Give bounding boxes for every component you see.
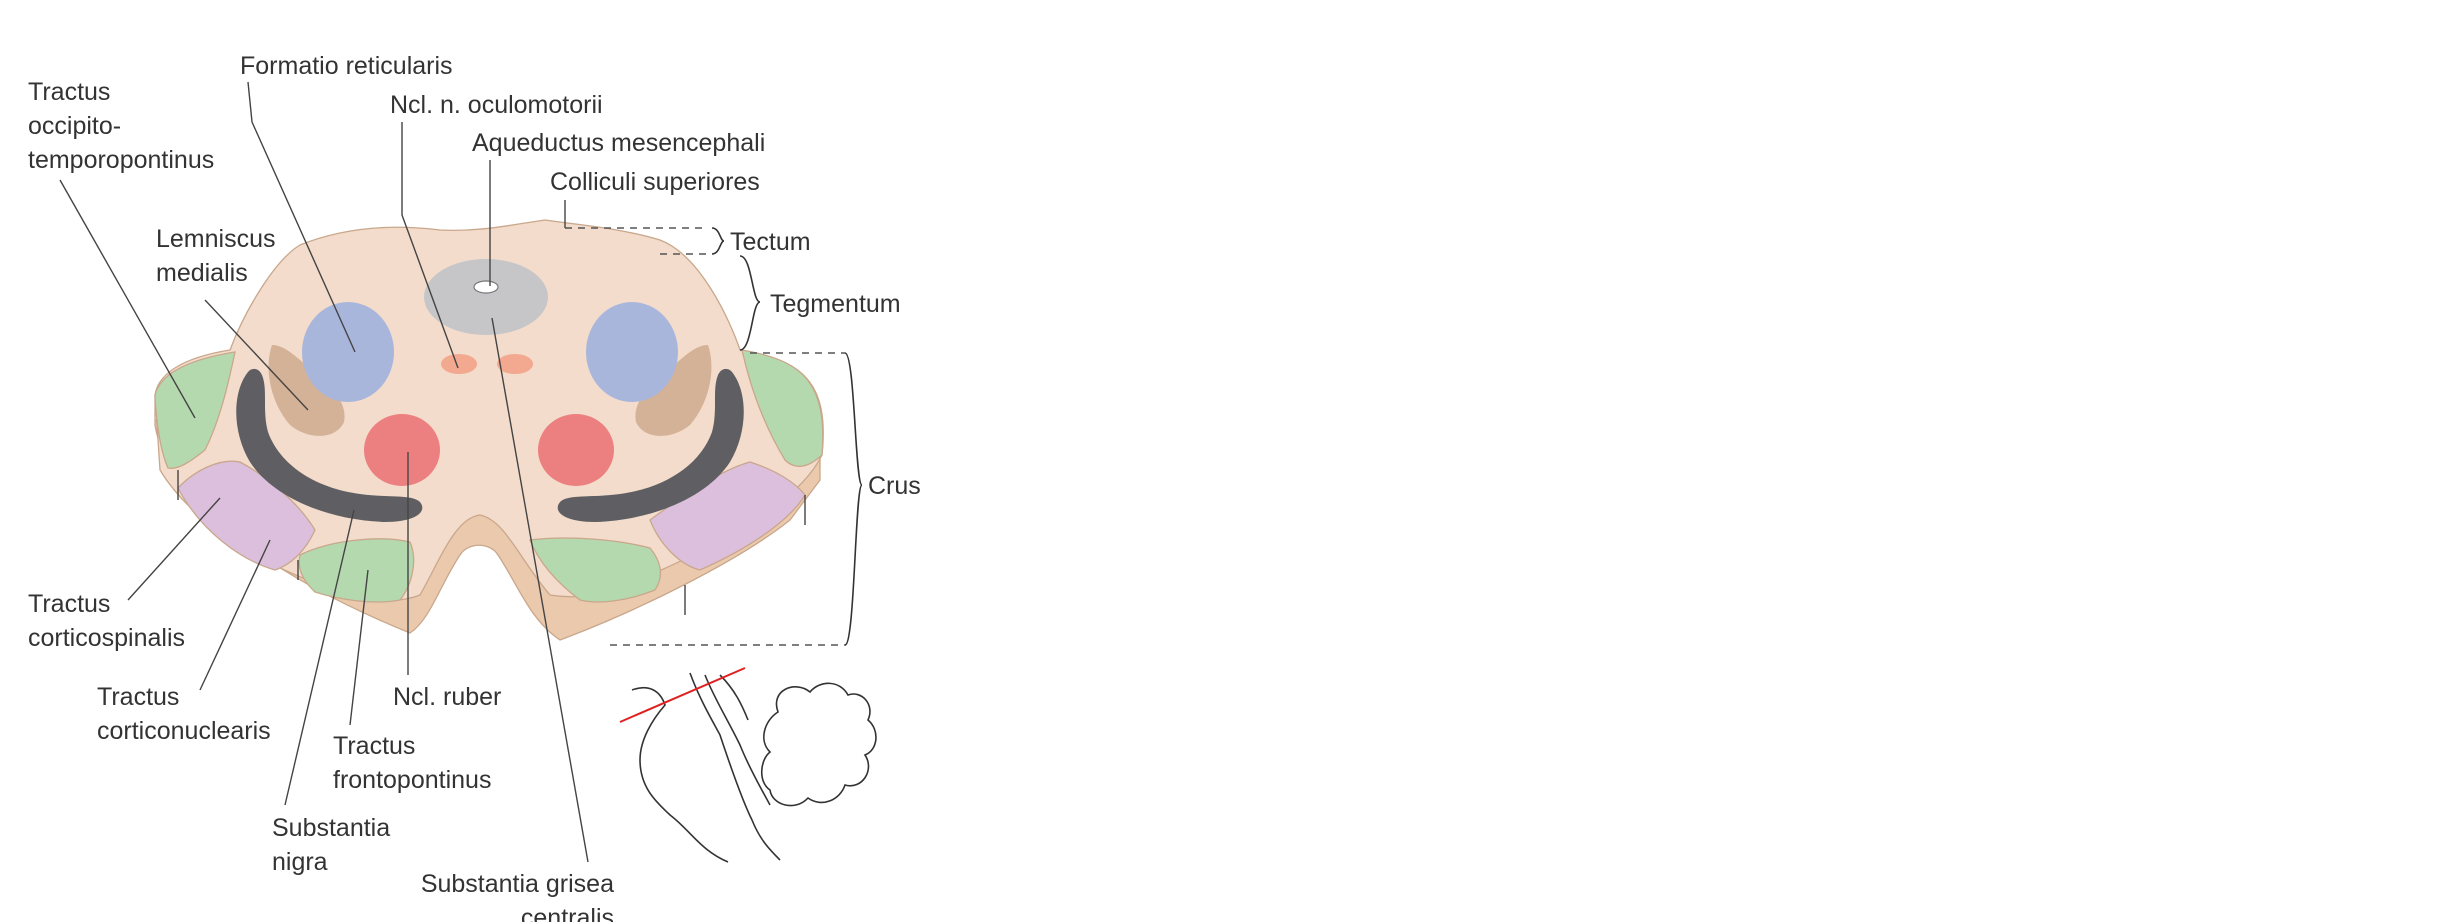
label-lemniscus-medialis-line1: Lemniscus (156, 225, 276, 253)
substantia-grisea-centralis-shape (424, 259, 548, 335)
ncl-n-oculomotorii-left-shape (441, 354, 477, 374)
tractus-occipitotemporopontinus-left-shape (154, 351, 236, 469)
leader-substantia-grisea-centralis (491, 317, 589, 863)
formatio-reticularis-right-shape (586, 302, 678, 402)
label-tractus-frontopontinus-line1: Tractus (333, 732, 415, 760)
cerebellum-sketch (760, 682, 877, 807)
lemniscus-medialis-left-shape (268, 345, 345, 436)
tractus-corticospinalis-left-shape (177, 460, 316, 571)
label-tractus-frontopontinus-line2: frontopontinus (333, 766, 491, 794)
leader-substantia-nigra (284, 509, 355, 806)
label-tractus-occipitotemporopontinus-line3: temporopontinus (28, 146, 214, 174)
leader-formatio-reticularis (247, 81, 356, 353)
leader-tractus-occipitotemporopontinus (59, 179, 196, 419)
label-substantia-nigra-line1: Substantia (272, 814, 390, 842)
leader-lemniscus-medialis (204, 299, 309, 411)
label-tractus-occipitotemporopontinus-line1: Tractus (28, 78, 110, 106)
label-tractus-corticospinalis-line1: Tractus (28, 590, 110, 618)
midbrain-section (154, 219, 824, 641)
tractus-frontopontinus-left-shape (298, 538, 415, 603)
tractus-occipitotemporopontinus-right-shape (741, 349, 824, 467)
label-substantia-nigra-line2: nigra (272, 848, 328, 876)
formatio-reticularis-left-shape (302, 302, 394, 402)
structure-labels: Tractus occipito- temporopontinus Format… (28, 52, 765, 922)
leader-tractus-frontopontinus (349, 569, 369, 726)
ncl-ruber-left-shape (364, 414, 440, 486)
substantia-nigra-right-shape (557, 368, 744, 522)
tegmentum-brace (739, 255, 761, 351)
ncl-ruber-right-shape (538, 414, 614, 486)
label-tractus-corticonuclearis-line2: corticonuclearis (97, 717, 271, 745)
label-lemniscus-medialis-line2: medialis (156, 259, 248, 287)
label-ncl-n-oculomotorii: Ncl. n. oculomotorii (390, 91, 603, 119)
label-tractus-corticonuclearis-line1: Tractus (97, 683, 179, 711)
label-colliculi-superiores: Colliculi superiores (550, 168, 760, 196)
label-formatio-reticularis: Formatio reticularis (240, 52, 453, 80)
label-tectum: Tectum (730, 228, 811, 256)
region-labels: Tectum Tegmentum Crus (730, 228, 921, 500)
leader-ncl-n-oculomotorii (401, 122, 459, 369)
aqueductus-mesencephali-shape (473, 280, 499, 294)
orientation-sketch-icon (619, 667, 877, 863)
label-ncl-ruber: Ncl. ruber (393, 683, 501, 711)
lemniscus-medialis-right-shape (635, 345, 712, 436)
substantia-nigra-left-shape (236, 368, 423, 522)
leader-lines (59, 81, 589, 863)
label-substantia-grisea-centralis-line1: Substantia grisea (421, 870, 614, 898)
label-tegmentum: Tegmentum (770, 290, 901, 318)
section-plane-line (619, 667, 746, 723)
label-tractus-corticospinalis-line2: corticospinalis (28, 624, 185, 652)
label-crus: Crus (868, 472, 921, 500)
leader-tractus-corticonuclearis (199, 539, 271, 691)
region-brackets (565, 227, 863, 646)
ncl-n-oculomotorii-right-shape (497, 354, 533, 374)
label-tractus-occipitotemporopontinus-line2: occipito- (28, 112, 121, 140)
tectum-brace (711, 227, 725, 255)
label-aqueductus-mesencephali: Aqueductus mesencephali (472, 129, 765, 157)
leader-tractus-corticospinalis (127, 497, 221, 601)
crus-brace (844, 352, 863, 646)
tractus-frontopontinus-right-shape (529, 537, 662, 603)
label-substantia-grisea-centralis-line2: centralis (521, 904, 614, 922)
